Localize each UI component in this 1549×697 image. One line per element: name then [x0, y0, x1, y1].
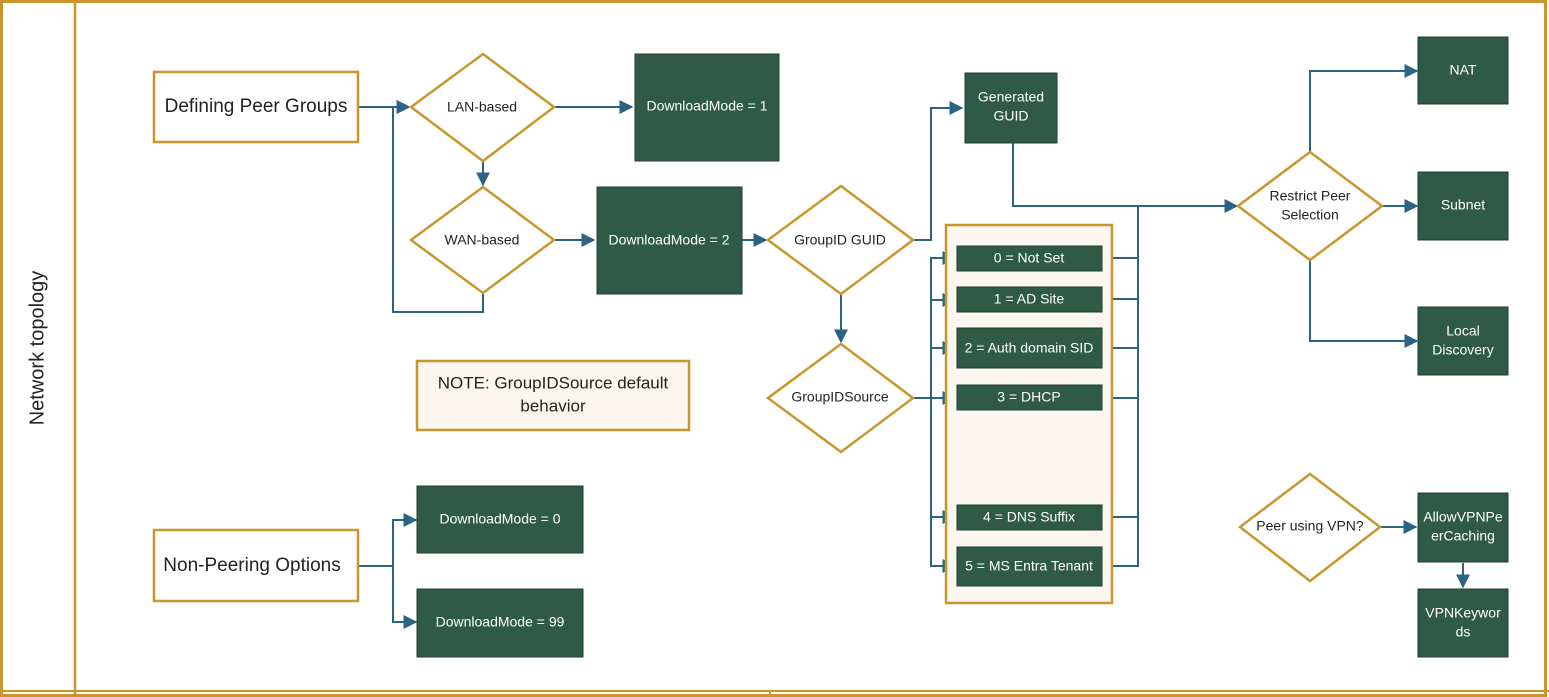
- svg-text:Selection: Selection: [1281, 207, 1339, 223]
- download-mode-99-box: DownloadMode = 99: [416, 588, 584, 658]
- svg-text:WAN-based: WAN-based: [445, 232, 520, 248]
- swimlane-label: Network topology: [26, 271, 48, 426]
- connector-wan-loop: [392, 100, 484, 313]
- svg-text:2 = Auth domain SID: 2 = Auth domain SID: [965, 340, 1094, 356]
- local-discovery-box: Local Discovery: [1417, 306, 1509, 376]
- svg-text:LAN-based: LAN-based: [447, 99, 517, 115]
- svg-text:Discovery: Discovery: [1432, 342, 1493, 358]
- connector-restrict-to-local: [1309, 260, 1419, 348]
- connector-nonpeering-to-dm99: [392, 566, 418, 629]
- download-mode-1-box: DownloadMode = 1: [634, 53, 780, 162]
- groupid-source-option: 2 = Auth domain SID: [956, 327, 1103, 369]
- svg-text:VPNKeywor: VPNKeywor: [1425, 605, 1501, 621]
- groupid-source-options-group: 0 = Not Set 1 = AD Site 2 = Auth domain …: [944, 223, 1114, 605]
- connector-restrict-to-nat: [1309, 64, 1419, 152]
- svg-text:DownloadMode = 1: DownloadMode = 1: [646, 98, 767, 114]
- svg-text:DownloadMode = 2: DownloadMode = 2: [608, 232, 729, 248]
- svg-text:Local: Local: [1446, 323, 1479, 339]
- groupid-source-option: 0 = Not Set: [956, 245, 1103, 272]
- subnet-box: Subnet: [1417, 171, 1509, 241]
- connector-nonpeering-split: [358, 513, 418, 567]
- peer-using-vpn-decision: Peer using VPN?: [1237, 472, 1383, 583]
- svg-text:AllowVPNPe: AllowVPNPe: [1423, 509, 1503, 525]
- download-mode-0-box: DownloadMode = 0: [416, 485, 584, 554]
- svg-text:4 = DNS Suffix: 4 = DNS Suffix: [983, 509, 1075, 525]
- lan-based-decision: LAN-based: [408, 52, 557, 163]
- svg-text:1 = AD Site: 1 = AD Site: [994, 291, 1065, 307]
- svg-text:GroupIDSource: GroupIDSource: [791, 389, 888, 405]
- svg-text:0 = Not Set: 0 = Not Set: [994, 250, 1065, 266]
- non-peering-options-box: Non-Peering Options: [152, 528, 360, 603]
- svg-text:NAT: NAT: [1450, 62, 1477, 78]
- svg-text:GroupID GUID: GroupID GUID: [794, 232, 886, 248]
- connector-source-to-opt0: [913, 251, 957, 399]
- connectors: [358, 64, 1470, 629]
- connector-guid-to-generated: [913, 101, 964, 241]
- svg-text:5 = MS Entra Tenant: 5 = MS Entra Tenant: [965, 558, 1093, 574]
- allow-vpn-peer-caching-box: AllowVPNPe erCaching: [1417, 492, 1509, 563]
- svg-text:behavior: behavior: [520, 396, 586, 415]
- groupid-source-option: 1 = AD Site: [956, 286, 1103, 313]
- download-mode-2-box: DownloadMode = 2: [596, 186, 743, 295]
- generated-guid-box: Generated GUID: [964, 72, 1058, 144]
- svg-text:erCaching: erCaching: [1431, 528, 1495, 544]
- svg-text:DownloadMode = 99: DownloadMode = 99: [436, 614, 565, 630]
- groupid-source-option: 5 = MS Entra Tenant: [956, 546, 1103, 587]
- nat-box: NAT: [1417, 36, 1509, 105]
- restrict-peer-selection-decision: Restrict Peer Selection: [1235, 150, 1385, 262]
- svg-text:Restrict Peer: Restrict Peer: [1270, 188, 1351, 204]
- svg-text:GUID: GUID: [994, 108, 1029, 124]
- vpn-keywords-box: VPNKeywor ds: [1417, 588, 1509, 658]
- note-box: NOTE: GroupIDSource default behavior: [415, 359, 691, 432]
- svg-text:Subnet: Subnet: [1441, 197, 1485, 213]
- svg-text:ds: ds: [1456, 624, 1471, 640]
- groupid-source-decision: GroupIDSource: [765, 342, 916, 454]
- svg-text:Peer using VPN?: Peer using VPN?: [1256, 518, 1364, 534]
- wan-based-decision: WAN-based: [408, 185, 557, 295]
- groupid-source-option: 3 = DHCP: [956, 384, 1103, 411]
- svg-text:3 = DHCP: 3 = DHCP: [997, 389, 1060, 405]
- svg-text:Defining Peer Groups: Defining Peer Groups: [165, 96, 348, 117]
- connector-generated-to-restrict: [1012, 143, 1239, 213]
- connector-opt5-to-bus: [1103, 206, 1139, 567]
- svg-text:NOTE: GroupIDSource default: NOTE: GroupIDSource default: [438, 373, 669, 392]
- groupid-source-option: 4 = DNS Suffix: [956, 504, 1103, 531]
- svg-text:Generated: Generated: [978, 89, 1044, 105]
- groupid-guid-decision: GroupID GUID: [765, 184, 916, 296]
- svg-text:Non-Peering Options: Non-Peering Options: [163, 555, 340, 576]
- defining-peer-groups-box: Defining Peer Groups: [152, 70, 360, 144]
- svg-text:DownloadMode = 0: DownloadMode = 0: [439, 511, 560, 527]
